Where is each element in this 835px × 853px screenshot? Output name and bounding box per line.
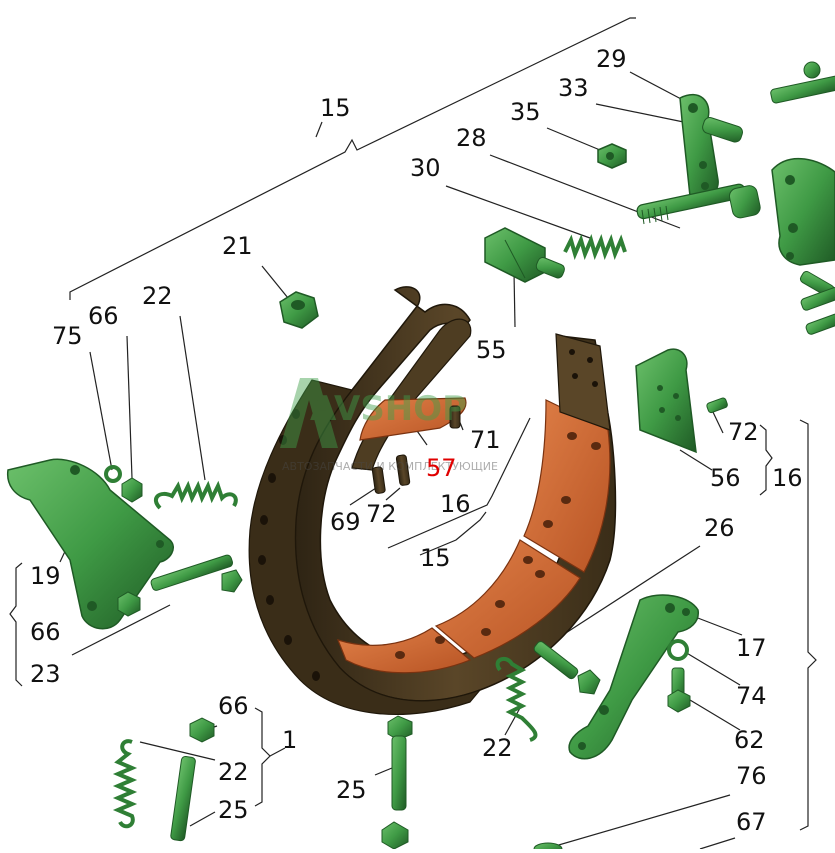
callout-21: 21 — [222, 232, 253, 260]
callout-22-b: 22 — [482, 734, 513, 762]
watermark-logo-text: AVSHOP — [310, 389, 467, 429]
callout-26: 26 — [704, 514, 735, 542]
part-56-plate — [635, 348, 728, 454]
callout-22-c: 22 — [218, 758, 249, 786]
part-22-upper-spring — [153, 480, 238, 510]
callout-74: 74 — [736, 682, 767, 710]
part-29-lever — [679, 93, 743, 200]
callout-17: 17 — [736, 634, 767, 662]
callout-35: 35 — [510, 98, 541, 126]
callout-22-a: 22 — [142, 282, 173, 310]
callout-19: 19 — [30, 562, 61, 590]
part-top-right-bolts — [770, 61, 835, 104]
callout-69: 69 — [330, 508, 361, 536]
callout-66-b: 66 — [30, 618, 61, 646]
callout-75: 75 — [52, 322, 83, 350]
callout-25-b: 25 — [336, 776, 367, 804]
callout-33: 33 — [558, 74, 589, 102]
callout-25-a: 25 — [218, 796, 249, 824]
watermark-logo-mark — [280, 378, 338, 448]
part-21-nut — [279, 291, 319, 329]
avshop-watermark: AVSHOP АВТОЗАПЧАСТИ И КОМПЛЕКТУЮЩИЕ — [280, 378, 498, 473]
part-right-lever — [771, 157, 835, 335]
part-26-bolt — [533, 641, 601, 695]
callout-62: 62 — [734, 726, 765, 754]
callout-66-a: 66 — [88, 302, 119, 330]
part-lower-left-bolt — [170, 717, 215, 842]
callout-72-a: 72 — [366, 500, 397, 528]
part-17-lever — [568, 594, 699, 760]
callout-72-b: 72 — [728, 418, 759, 446]
callout-28: 28 — [456, 124, 487, 152]
callout-30: 30 — [410, 154, 441, 182]
part-22-lower-spring — [495, 656, 538, 742]
part-30-spring — [563, 234, 627, 260]
bracket-15-top — [69, 17, 636, 300]
part-66-23 — [117, 554, 243, 617]
callout-15-mid: 15 — [420, 544, 451, 572]
callout-16-b: 16 — [772, 464, 803, 492]
callout-66-c: 66 — [218, 692, 249, 720]
callout-15-top: 15 — [320, 94, 351, 122]
part-76-partial — [533, 842, 563, 853]
part-62-bolt — [667, 667, 691, 713]
callout-71: 71 — [470, 426, 501, 454]
part-75-66-small — [104, 465, 143, 503]
part-69-72-bolts — [371, 405, 461, 494]
callout-67: 67 — [736, 808, 767, 836]
callout-56: 56 — [710, 464, 741, 492]
part-55-block — [484, 227, 565, 283]
callout-23: 23 — [30, 660, 61, 688]
callout-29: 29 — [596, 45, 627, 73]
callout-55: 55 — [476, 336, 507, 364]
callout-57: 57 — [426, 454, 457, 482]
part-25-mid-bolt — [381, 715, 413, 850]
part-28-rod — [636, 183, 761, 225]
part-74-ring — [667, 639, 689, 661]
watermark-tagline: АВТОЗАПЧАСТИ И КОМПЛЕКТУЮЩИЕ — [282, 460, 498, 473]
callout-76: 76 — [736, 762, 767, 790]
part-35-nut — [597, 143, 627, 169]
part-lower-left-spring — [112, 739, 138, 829]
part-brake-band — [248, 286, 617, 715]
leader-lines — [9, 17, 817, 850]
callout-labels: 15 29 33 35 28 30 21 66 22 75 55 71 57 7… — [30, 45, 803, 836]
callout-1: 1 — [282, 726, 297, 754]
part-19-bracket — [6, 458, 174, 630]
callout-16-a: 16 — [440, 490, 471, 518]
